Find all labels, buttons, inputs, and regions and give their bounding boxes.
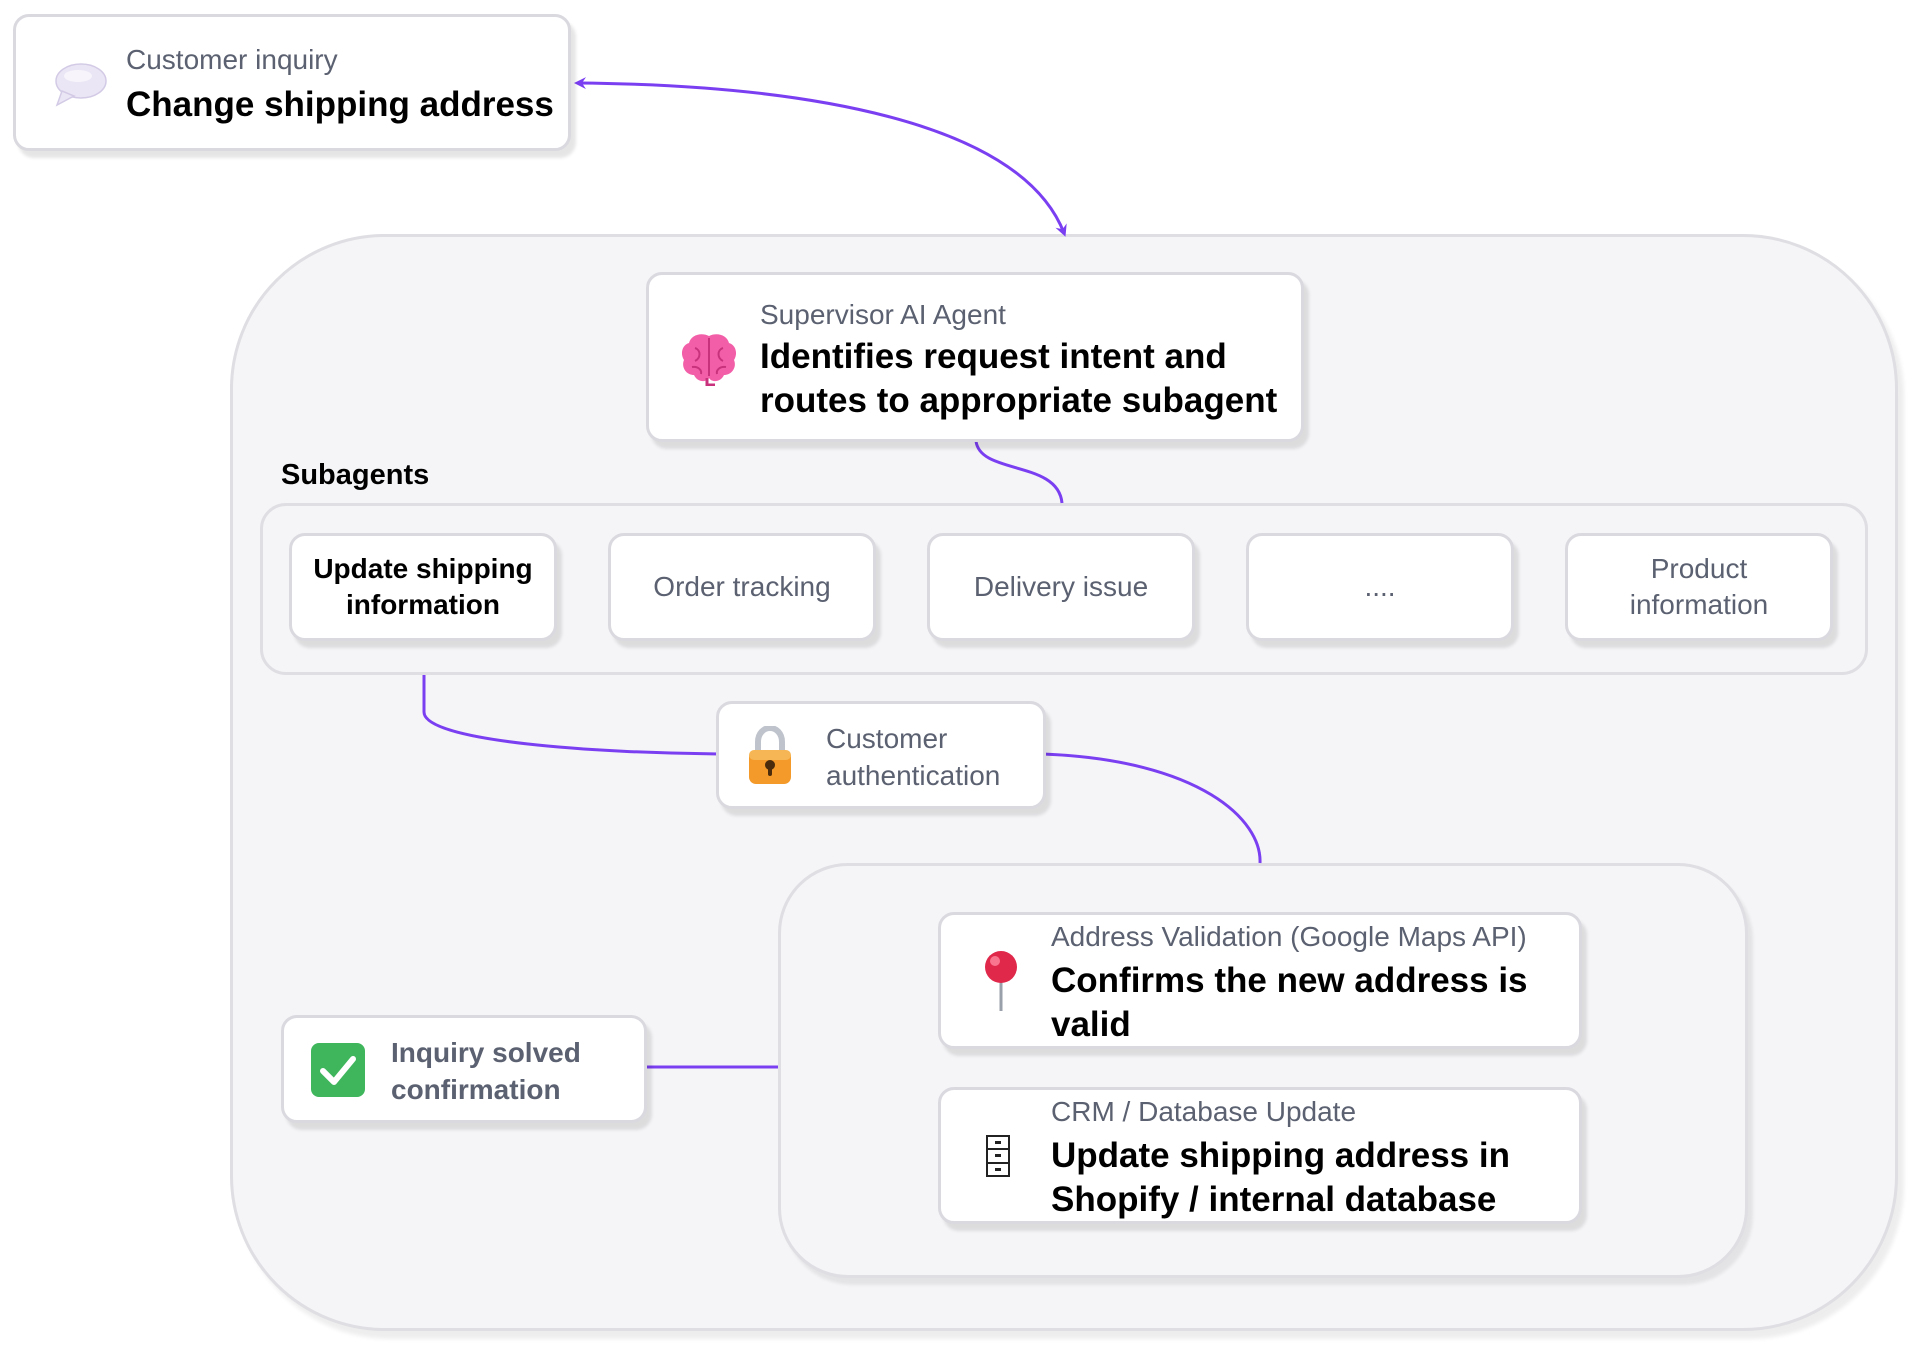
padlock-icon	[749, 726, 791, 784]
subagent-update-shipping-line2: information	[345, 589, 500, 620]
inquiry-solved-line1: Inquiry solved	[391, 1037, 581, 1068]
crm-update-card: CRM / Database Update Update shipping ad…	[938, 1087, 1582, 1224]
subagent-delivery-issue-label: Delivery issue	[973, 570, 1149, 602]
subagents-heading: Subagents	[281, 459, 430, 491]
subagent-auth-connector	[422, 675, 720, 756]
subagent-more-label: ....	[1364, 570, 1396, 602]
subagent-order-tracking-label: Order tracking	[653, 570, 831, 602]
authentication-line2: authentication	[826, 760, 1001, 791]
crm-update-title-line2: Shopify / internal database	[1051, 1180, 1497, 1219]
crm-update-title-line1: Update shipping address in	[1051, 1136, 1510, 1175]
supervisor-agent-card: Supervisor AI Agent Identifies request i…	[646, 272, 1304, 442]
subagent-product-information[interactable]: Product information	[1565, 533, 1833, 641]
supervisor-title-line1: Identifies request intent and	[760, 337, 1227, 376]
auth-tools-connector	[1042, 752, 1262, 864]
subagent-delivery-issue[interactable]: Delivery issue	[927, 533, 1195, 641]
customer-inquiry-label: Customer inquiry	[126, 44, 338, 75]
file-cabinet-icon	[986, 1135, 1010, 1177]
speech-bubble-icon	[55, 63, 107, 107]
inquiry-solved-line2: confirmation	[391, 1074, 561, 1105]
customer-inquiry-title: Change shipping address	[126, 85, 554, 124]
customer-authentication-card: Customer authentication	[716, 701, 1046, 809]
subagent-product-information-line2: information	[1629, 589, 1769, 620]
subagent-update-shipping-line1: Update shipping	[313, 552, 533, 584]
brain-icon	[681, 334, 737, 386]
supervisor-title-line2: routes to appropriate subagent	[760, 381, 1278, 420]
customer-inquiry-card: Customer inquiry Change shipping address	[13, 14, 571, 151]
supervisor-label: Supervisor AI Agent	[760, 299, 1006, 330]
address-validation-title-line2: valid	[1051, 1005, 1131, 1044]
subagent-product-information-line1: Product	[1650, 552, 1748, 584]
subagent-order-tracking[interactable]: Order tracking	[608, 533, 876, 641]
subagent-update-shipping[interactable]: Update shipping information	[289, 533, 557, 641]
crm-update-label: CRM / Database Update	[1051, 1096, 1357, 1127]
address-validation-label: Address Validation (Google Maps API)	[1051, 921, 1527, 952]
supervisor-subagents-connector	[974, 440, 1064, 504]
inquiry-solved-card: Inquiry solved confirmation	[281, 1015, 647, 1123]
check-mark-icon	[311, 1043, 365, 1097]
address-validation-title-line1: Confirms the new address is	[1051, 961, 1528, 1000]
authentication-line1: Customer	[826, 723, 948, 754]
inquiry-supervisor-connector	[574, 77, 1067, 237]
pushpin-icon	[985, 951, 1017, 1011]
address-validation-card: Address Validation (Google Maps API) Con…	[938, 912, 1582, 1049]
subagent-more[interactable]: ....	[1246, 533, 1514, 641]
